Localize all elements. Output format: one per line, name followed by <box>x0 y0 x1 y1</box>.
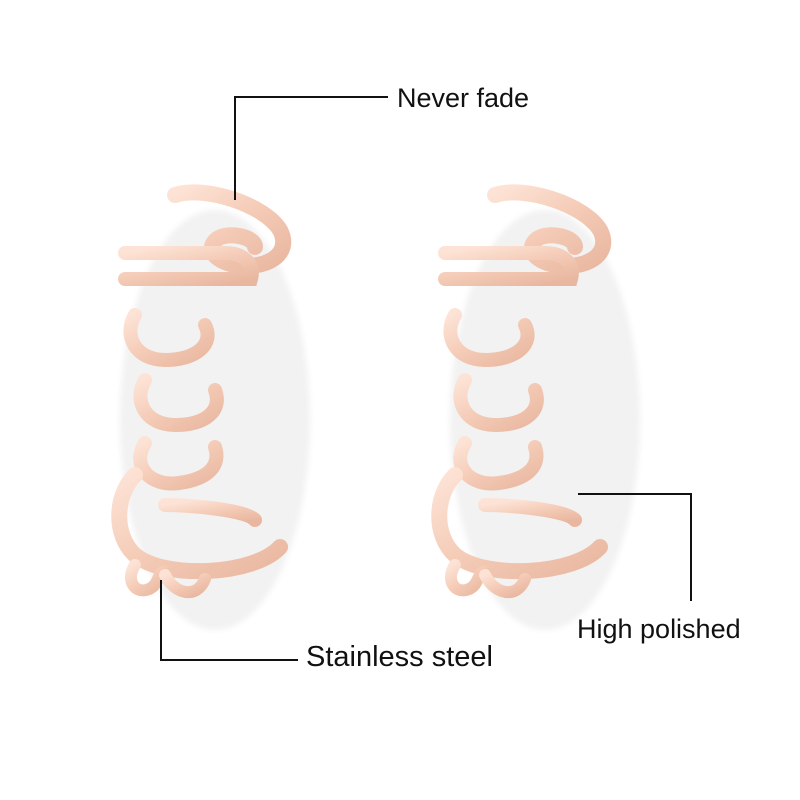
callout-stainless-steel: Stainless steel <box>306 641 493 673</box>
callout-line-high-polished <box>578 493 692 601</box>
callout-never-fade: Never fade <box>397 83 530 113</box>
callout-line-never-fade <box>234 96 388 200</box>
callout-line-stainless-steel <box>160 580 298 661</box>
callout-high-polished: High polished <box>577 614 741 644</box>
